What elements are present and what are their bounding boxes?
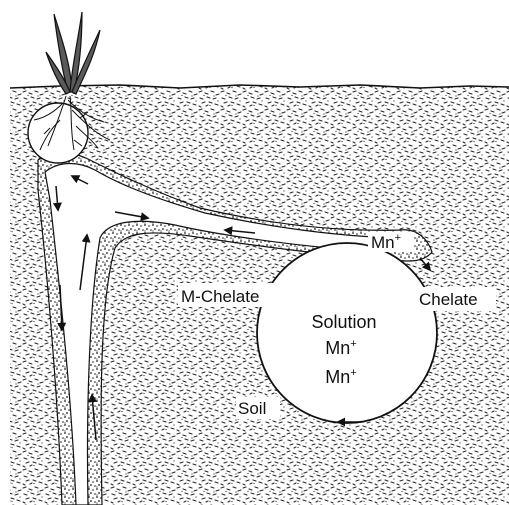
chelate-label: Chelate [419,290,478,309]
plant-icon [46,12,100,94]
solution-label: Solution [311,312,376,332]
root-crown-circle [28,103,88,163]
soil-label: Soil [238,399,266,418]
soil-solution-circle [257,243,437,423]
m-chelate-label: M-Chelate [181,287,259,306]
